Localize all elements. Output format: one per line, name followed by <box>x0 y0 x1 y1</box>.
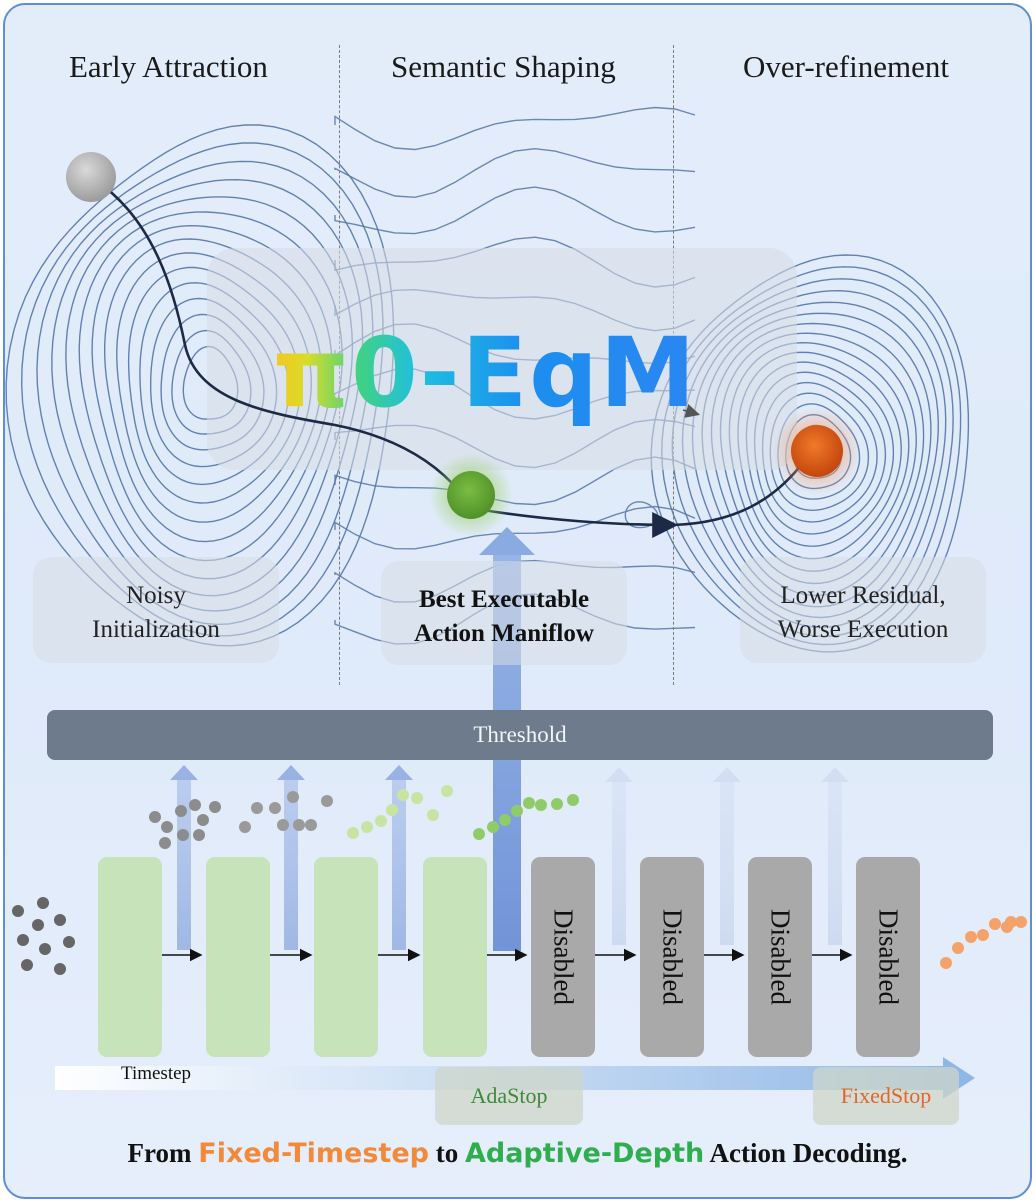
decoder-block-6-disabled: Disabled <box>640 857 704 1057</box>
contour-line <box>65 196 354 597</box>
lower-residual-panel <box>740 557 986 663</box>
logo-panel <box>207 248 797 470</box>
upward-arrow-block-1 <box>170 765 198 950</box>
lower-residual-line1: Lower Residual, <box>780 582 946 609</box>
decoder-block-8-disabled: Disabled <box>856 857 920 1057</box>
upward-arrow-block-2 <box>277 765 305 950</box>
best-action-label: Best Executable Action Maniflow <box>381 583 627 651</box>
noisy-init-label: Noisy Initialization <box>33 579 279 647</box>
best-action-line2: Action Maniflow <box>414 620 594 647</box>
decoder-block-4 <box>423 857 487 1057</box>
caption-adaptive-depth: Adaptive-Depth <box>464 1138 705 1169</box>
region-title-early-attraction: Early Attraction <box>69 49 268 84</box>
caption-prefix: From <box>127 1138 199 1168</box>
diagram-frame: Early Attraction Semantic Shaping Over-r… <box>3 3 1032 1199</box>
decoder-block-1 <box>98 857 162 1057</box>
decoder-block-2 <box>206 857 270 1057</box>
input-noise-dots <box>12 897 75 975</box>
output-dots <box>940 916 1027 969</box>
diagram-caption: From Fixed-Timestep to Adaptive-Depth Ac… <box>5 1138 1030 1169</box>
contour-line <box>334 186 696 235</box>
disabled-label: Disabled <box>765 909 796 1005</box>
contour-line <box>36 160 374 626</box>
lower-residual-label: Lower Residual, Worse Execution <box>740 579 986 647</box>
fixedstop-label: FixedStop <box>813 1067 959 1125</box>
best-ball <box>447 471 495 519</box>
best-action-panel <box>381 561 627 665</box>
trajectory-path-first <box>94 178 461 493</box>
small-gray-arrow <box>682 404 701 418</box>
caption-fixed-timestep: Fixed-Timestep <box>198 1138 429 1169</box>
noisy-init-panel <box>33 557 279 663</box>
caption-middle: to <box>428 1138 465 1168</box>
noisy-init-line1: Noisy <box>126 582 186 609</box>
contour-line <box>51 178 364 612</box>
disabled-label: Disabled <box>657 909 688 1005</box>
decoder-block-3 <box>314 857 378 1057</box>
contour-line <box>78 211 343 580</box>
best-action-line1: Best Executable <box>418 586 590 613</box>
pi0-eqm-logo: π0-EqM <box>273 317 698 429</box>
contour-line <box>334 106 696 151</box>
step1-dots <box>149 799 221 849</box>
contour-line <box>5 124 395 647</box>
step3-dots <box>347 785 453 839</box>
decoder-block-5-disabled: Disabled <box>531 857 595 1057</box>
upward-arrow-block-7 <box>821 767 849 945</box>
lower-residual-line2: Worse Execution <box>777 616 949 643</box>
contour-line <box>20 142 384 637</box>
region-title-over-refinement: Over-refinement <box>743 49 949 84</box>
upward-arrow-block-6 <box>713 767 741 945</box>
step2-dots <box>239 791 333 833</box>
threshold-bar: Threshold <box>47 710 993 760</box>
start-ball <box>66 152 116 202</box>
region-title-semantic-shaping: Semantic Shaping <box>391 49 616 84</box>
pipeline-layer <box>12 765 1027 975</box>
end-ball <box>791 425 843 477</box>
upward-arrow-block-5 <box>605 767 633 945</box>
disabled-label: Disabled <box>873 909 904 1005</box>
decoder-block-7-disabled: Disabled <box>748 857 812 1057</box>
caption-suffix: Action Decoding. <box>704 1138 908 1168</box>
step4-dots <box>473 794 579 840</box>
upward-arrow-block-3 <box>385 765 413 950</box>
noisy-init-line2: Initialization <box>92 616 220 643</box>
adastop-label: AdaStop <box>435 1067 583 1125</box>
timestep-label: Timestep <box>121 1063 192 1084</box>
contour-line <box>334 147 696 199</box>
disabled-label: Disabled <box>548 909 579 1005</box>
